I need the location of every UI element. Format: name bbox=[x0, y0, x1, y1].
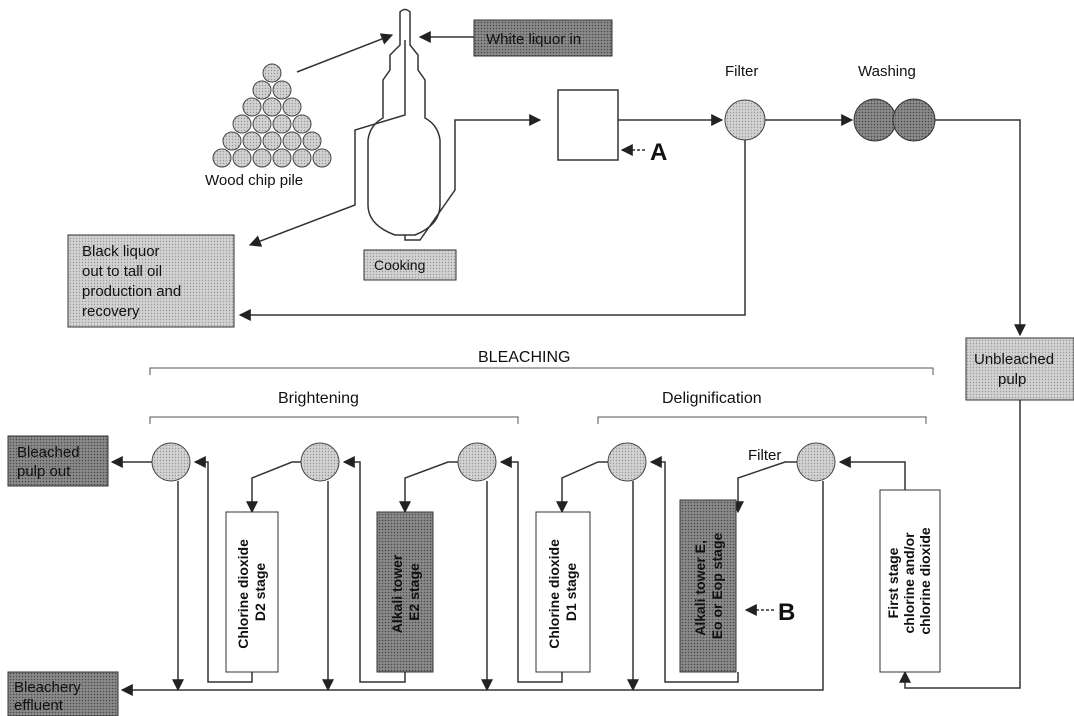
d2-line-1: Chlorine dioxide bbox=[235, 539, 251, 649]
delignification-label: Delignification bbox=[662, 390, 762, 407]
white-liquor-label: White liquor in bbox=[486, 31, 581, 48]
svg-text:Chlorine dioxide D2 stage: Chlorine dioxide D2 stage bbox=[235, 535, 268, 649]
filter-4-outlet bbox=[556, 461, 608, 514]
d1-line-1: Chlorine dioxide bbox=[546, 539, 562, 649]
washing-drum-1-icon bbox=[853, 98, 897, 142]
e2-feed bbox=[342, 456, 406, 683]
first-line-1: First stage bbox=[885, 547, 901, 618]
svg-text:First stage chlorine and/o: First stage chlorine and/or chlorine dio… bbox=[885, 527, 933, 635]
black-liquor-line bbox=[248, 40, 406, 247]
effluent-line-2: effluent bbox=[14, 697, 64, 714]
black-liquor-line-3: production and bbox=[82, 283, 181, 300]
chlorine-d2-tower bbox=[225, 511, 279, 673]
filter-mid-label: Filter bbox=[748, 447, 781, 464]
svg-text:Unbleached pulp: Unbleached pulp bbox=[974, 351, 1058, 388]
filter-3-outlet bbox=[399, 461, 458, 514]
filter-2-icon bbox=[300, 442, 340, 482]
black-liquor-line-1: Black liquor bbox=[82, 243, 160, 260]
bleaching-bracket bbox=[149, 367, 934, 375]
unbleached-line-1: Unbleached bbox=[974, 351, 1054, 368]
marker-a: A bbox=[650, 139, 667, 166]
washing-to-unbleached-line bbox=[935, 119, 1026, 337]
d2-line-2: D2 stage bbox=[252, 563, 268, 622]
effluent-collector-line bbox=[120, 481, 824, 696]
filter-top-label: Filter bbox=[725, 63, 758, 80]
alkali-e-tower bbox=[679, 499, 737, 673]
bleached-line-1: Bleached bbox=[17, 444, 80, 461]
filter-3-icon bbox=[457, 442, 497, 482]
svg-text:Chlorine dioxide D1 stage: Chlorine dioxide D1 stage bbox=[546, 535, 579, 649]
e-line-2: Eo or Eop stage bbox=[709, 533, 725, 640]
first-line-2: chlorine and/or bbox=[901, 532, 917, 634]
bleached-pulp-out-box bbox=[7, 435, 109, 487]
effluent-line-1: Bleachery bbox=[14, 679, 81, 696]
black-liquor-box bbox=[67, 234, 235, 328]
washing-label: Washing bbox=[858, 63, 916, 80]
cooking-box bbox=[363, 249, 457, 281]
wood-chip-pile-label: Wood chip pile bbox=[205, 172, 303, 189]
brightening-bracket bbox=[149, 416, 519, 424]
svg-text:Alkali tower E2 stage: Alkali tower E2 stage bbox=[389, 551, 422, 633]
filter-5-icon bbox=[796, 442, 836, 482]
digester-vessel bbox=[367, 8, 441, 236]
e-line-1: Alkali tower E, bbox=[692, 540, 708, 636]
bleached-line-2: pulp out bbox=[17, 463, 71, 480]
alkali-e2-tower bbox=[376, 511, 434, 673]
tank-a bbox=[557, 89, 619, 161]
filter-4-icon bbox=[607, 442, 647, 482]
filter-5-outlet bbox=[732, 461, 797, 514]
filter-top-icon bbox=[724, 99, 766, 141]
d1-feed bbox=[499, 456, 563, 683]
cooking-label: Cooking bbox=[374, 257, 425, 273]
d2-feed bbox=[193, 456, 253, 683]
first-line-3: chlorine dioxide bbox=[917, 527, 933, 635]
chips-arrow bbox=[296, 33, 394, 73]
brightening-label: Brightening bbox=[278, 390, 359, 407]
unbleached-line-2: pulp bbox=[998, 371, 1026, 388]
marker-b: B bbox=[778, 599, 795, 626]
chlorine-d1-tower bbox=[535, 511, 591, 673]
svg-text:Alkali tower E, Eo or Eop: Alkali tower E, Eo or Eop stage bbox=[692, 533, 725, 640]
svg-text:Black liquor out to tall o: Black liquor out to tall oil production … bbox=[82, 243, 185, 320]
delignification-bracket bbox=[597, 416, 927, 424]
washing-drum-2-icon bbox=[892, 98, 936, 142]
black-liquor-line-2: out to tall oil bbox=[82, 263, 162, 280]
filter-2-outlet bbox=[246, 461, 301, 514]
bleaching-label: BLEACHING bbox=[478, 349, 570, 366]
white-liquor-box bbox=[473, 19, 613, 57]
first-stage-tower bbox=[879, 489, 941, 673]
e2-line-1: Alkali tower bbox=[389, 554, 405, 633]
svg-text:Bleachery effluent: Bleachery effluent bbox=[14, 679, 85, 714]
e2-line-2: E2 stage bbox=[406, 563, 422, 621]
unbleached-pulp-box bbox=[965, 337, 1074, 401]
cooking-outlet-line bbox=[404, 114, 542, 241]
svg-text:Bleached pulp out: Bleached pulp out bbox=[17, 444, 84, 480]
e-feed bbox=[649, 456, 739, 683]
filter-1-icon bbox=[151, 442, 191, 482]
filtrate-return-line bbox=[238, 140, 746, 321]
wood-chip-pile-icon bbox=[212, 63, 332, 168]
black-liquor-line-4: recovery bbox=[82, 303, 140, 320]
bleachery-effluent-box bbox=[7, 671, 119, 716]
unbleached-to-first-stage-line bbox=[899, 400, 1021, 689]
d1-line-2: D1 stage bbox=[563, 563, 579, 622]
